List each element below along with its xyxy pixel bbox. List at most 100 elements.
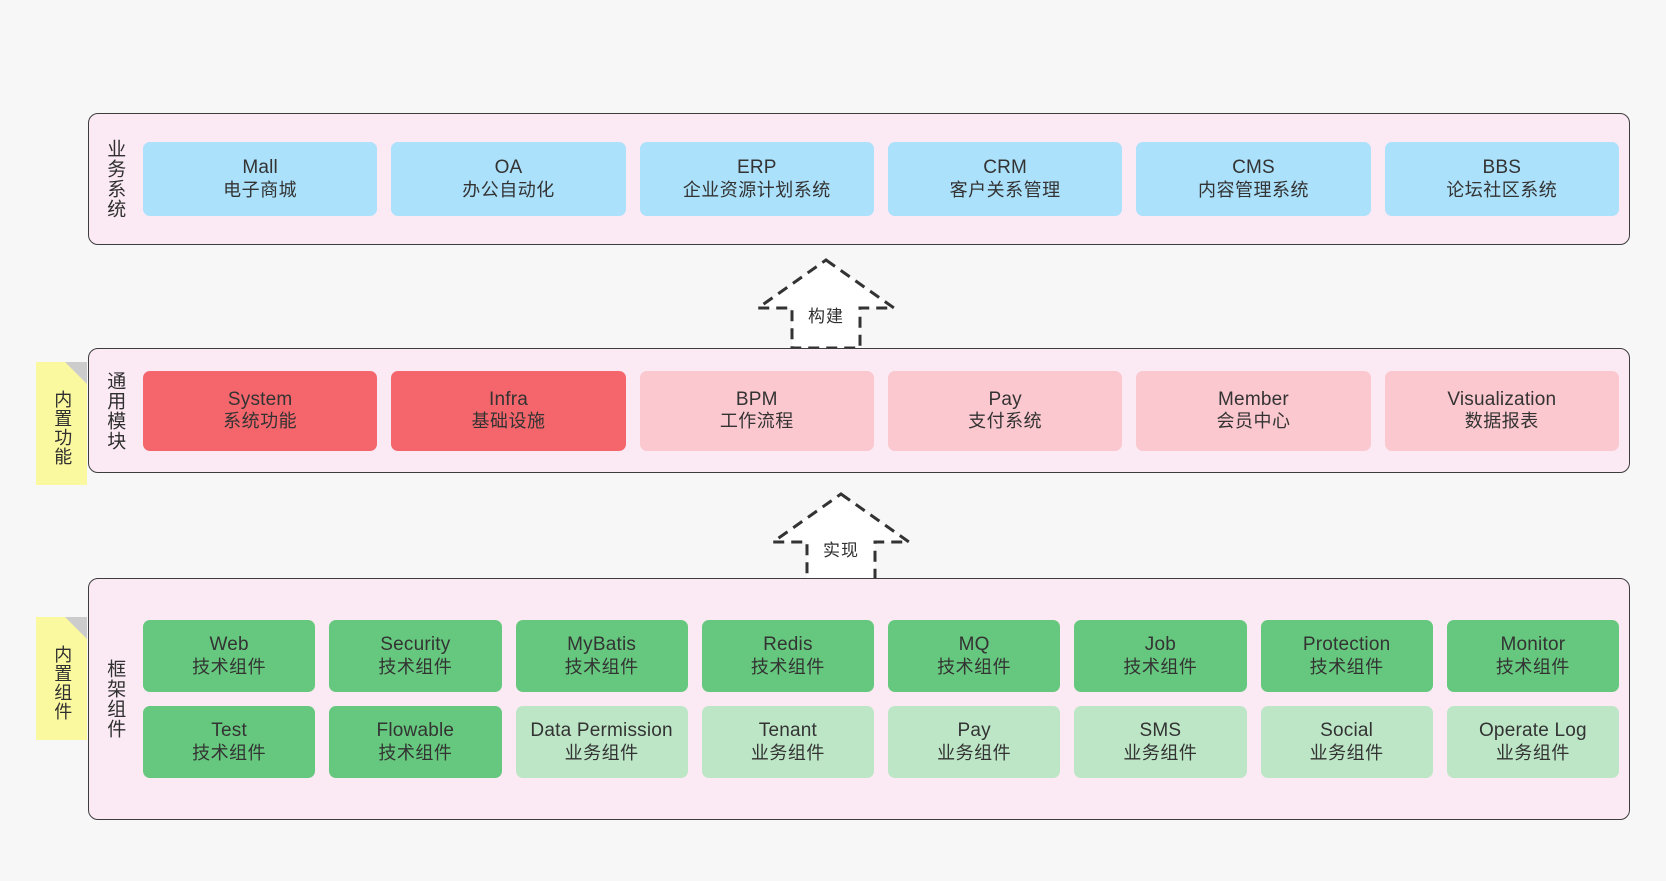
node-infra[interactable]: Infra 基础设施 — [391, 370, 626, 451]
note-fold-icon — [65, 362, 87, 384]
node-test[interactable]: Test 技术组件 — [143, 706, 316, 778]
node-label-cn: 技术组件 — [378, 656, 453, 677]
node-label-en: MQ — [958, 634, 990, 656]
node-pay-module[interactable]: Pay 支付系统 — [887, 370, 1123, 451]
node-data-permission[interactable]: Data Permission 业务组件 — [515, 706, 688, 778]
layer-title-module: 通用模块 — [104, 370, 126, 451]
node-label-cn: 业务组件 — [937, 742, 1012, 763]
node-redis[interactable]: Redis 技术组件 — [701, 620, 874, 692]
node-label-en: Security — [380, 634, 451, 656]
node-label-cn: 电子商城 — [223, 179, 298, 200]
node-label-en: Test — [211, 720, 247, 742]
node-system[interactable]: System 系统功能 — [143, 370, 378, 451]
node-oa[interactable]: OA 办公自动化 — [391, 142, 626, 216]
node-label-cn: 支付系统 — [968, 411, 1043, 432]
node-label-cn: 业务组件 — [1309, 742, 1384, 763]
node-row: Mall 电子商城 OA 办公自动化 ERP 企业资源计划系统 CRM 客户关系… — [143, 142, 1619, 216]
node-row: Test 技术组件 Flowable 技术组件 Data Permission … — [143, 706, 1619, 778]
node-protection[interactable]: Protection 技术组件 — [1260, 620, 1433, 692]
node-label-en: MyBatis — [567, 634, 637, 656]
node-label-en: Monitor — [1500, 634, 1566, 656]
node-label-en: Mall — [242, 157, 278, 179]
node-label-en: Member — [1218, 388, 1289, 410]
node-label-en: Infra — [488, 388, 528, 410]
node-label-en: Redis — [763, 634, 813, 656]
node-label-cn: 技术组件 — [750, 656, 825, 677]
layer-body-framework: Web 技术组件 Security 技术组件 MyBatis 技术组件 Redi… — [139, 579, 1629, 819]
note-builtin-component: 内置组件 — [36, 617, 87, 740]
node-label-cn: 办公自动化 — [462, 179, 555, 200]
node-member[interactable]: Member 会员中心 — [1136, 370, 1371, 451]
node-label-en: CRM — [983, 157, 1028, 179]
node-label-cn: 技术组件 — [192, 742, 267, 763]
node-monitor[interactable]: Monitor 技术组件 — [1446, 620, 1619, 692]
node-label-en: BBS — [1482, 157, 1522, 179]
node-label-cn: 企业资源计划系统 — [682, 179, 831, 200]
layer-title-framework: 框架组件 — [104, 659, 126, 739]
note-fold-icon — [65, 617, 87, 639]
node-label-cn: 会员中心 — [1216, 411, 1291, 432]
layer-title-business: 业务系统 — [104, 139, 126, 219]
node-web[interactable]: Web 技术组件 — [143, 620, 316, 692]
node-label-cn: 数据报表 — [1464, 411, 1539, 432]
node-label-en: Protection — [1302, 634, 1391, 656]
node-tenant[interactable]: Tenant 业务组件 — [701, 706, 874, 778]
node-security[interactable]: Security 技术组件 — [329, 620, 502, 692]
layer-business-systems[interactable]: 业务系统 Mall 电子商城 OA 办公自动化 ERP 企业资源计划系统 CRM… — [88, 113, 1630, 245]
layer-body-module: System 系统功能 Infra 基础设施 BPM 工作流程 Pay 支付系统… — [139, 349, 1629, 472]
node-label-en: SMS — [1139, 720, 1182, 742]
layer-framework-components[interactable]: 框架组件 Web 技术组件 Security 技术组件 MyBatis 技术组件… — [88, 578, 1630, 820]
node-label-en: Tenant — [758, 720, 817, 742]
node-bpm[interactable]: BPM 工作流程 — [639, 370, 874, 451]
node-cms[interactable]: CMS 内容管理系统 — [1136, 142, 1371, 216]
node-erp[interactable]: ERP 企业资源计划系统 — [639, 142, 874, 216]
node-mq[interactable]: MQ 技术组件 — [888, 620, 1061, 692]
node-label-cn: 技术组件 — [378, 742, 453, 763]
node-label-cn: 业务组件 — [1123, 742, 1198, 763]
node-label-en: Data Permission — [530, 720, 673, 742]
node-visualization[interactable]: Visualization 数据报表 — [1384, 370, 1619, 451]
node-social[interactable]: Social 业务组件 — [1260, 706, 1433, 778]
node-label-en: System — [227, 388, 293, 410]
node-label-cn: 业务组件 — [564, 742, 639, 763]
node-bbs[interactable]: BBS 论坛社区系统 — [1384, 142, 1619, 216]
node-label-cn: 业务组件 — [750, 742, 825, 763]
node-row: System 系统功能 Infra 基础设施 BPM 工作流程 Pay 支付系统… — [143, 370, 1619, 451]
node-label-en: ERP — [736, 157, 777, 179]
node-label-en: OA — [494, 157, 523, 179]
node-label-cn: 客户关系管理 — [949, 179, 1061, 200]
node-operate-log[interactable]: Operate Log 业务组件 — [1446, 706, 1619, 778]
node-label-en: Visualization — [1447, 388, 1557, 410]
connector-implement: 实现 — [768, 492, 914, 584]
node-pay-component[interactable]: Pay 业务组件 — [888, 706, 1061, 778]
note-builtin-component-label: 内置组件 — [52, 644, 73, 721]
node-crm[interactable]: CRM 客户关系管理 — [887, 142, 1123, 216]
node-label-cn: 技术组件 — [564, 656, 639, 677]
node-label-cn: 论坛社区系统 — [1446, 179, 1558, 200]
node-label-cn: 技术组件 — [1309, 656, 1384, 677]
node-mall[interactable]: Mall 电子商城 — [143, 142, 378, 216]
node-label-en: Pay — [988, 388, 1022, 410]
node-flowable[interactable]: Flowable 技术组件 — [329, 706, 502, 778]
note-builtin-function-label: 内置功能 — [52, 389, 73, 466]
node-label-cn: 技术组件 — [192, 656, 267, 677]
node-sms[interactable]: SMS 业务组件 — [1074, 706, 1247, 778]
node-label-en: BPM — [735, 388, 778, 410]
node-label-cn: 技术组件 — [1495, 656, 1570, 677]
note-builtin-function: 内置功能 — [36, 362, 87, 485]
node-label-cn: 系统功能 — [223, 411, 298, 432]
node-mybatis[interactable]: MyBatis 技术组件 — [515, 620, 688, 692]
connector-implement-label: 实现 — [823, 541, 859, 560]
node-label-cn: 工作流程 — [719, 411, 794, 432]
node-label-cn: 基础设施 — [471, 411, 546, 432]
layer-common-modules[interactable]: 通用模块 System 系统功能 Infra 基础设施 BPM 工作流程 Pay… — [88, 348, 1630, 473]
layer-body-business: Mall 电子商城 OA 办公自动化 ERP 企业资源计划系统 CRM 客户关系… — [139, 114, 1629, 244]
node-label-en: Flowable — [376, 720, 455, 742]
node-label-en: CMS — [1232, 157, 1275, 179]
node-job[interactable]: Job 技术组件 — [1074, 620, 1247, 692]
node-row: Web 技术组件 Security 技术组件 MyBatis 技术组件 Redi… — [143, 620, 1619, 692]
node-label-en: Operate Log — [1478, 720, 1587, 742]
node-label-cn: 业务组件 — [1495, 742, 1570, 763]
node-label-en: Pay — [957, 720, 991, 742]
